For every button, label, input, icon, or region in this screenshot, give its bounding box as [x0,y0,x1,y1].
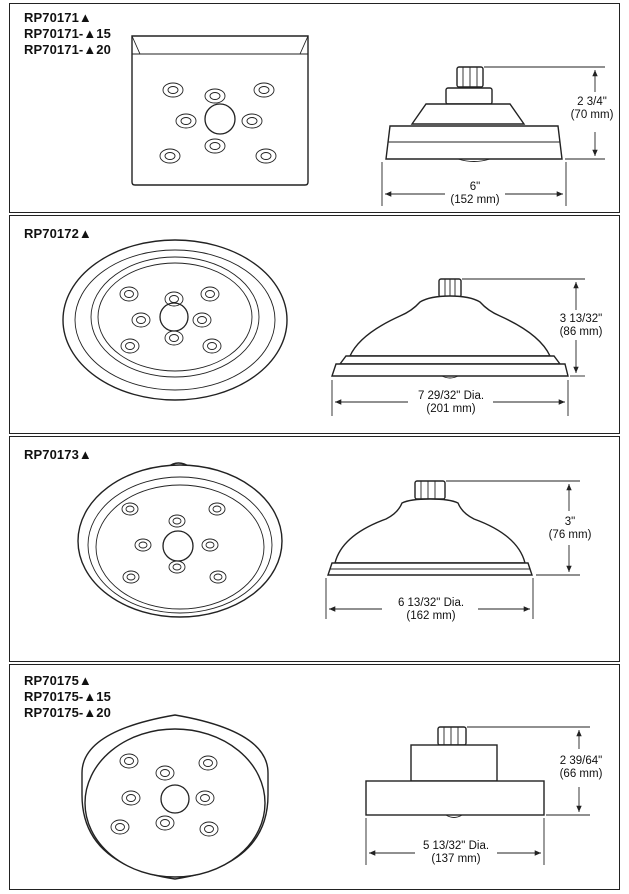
face-view [62,239,288,401]
model-list: RP70171▲ RP70171-▲15 RP70171-▲20 [24,10,111,58]
height-imperial: 3" [564,516,576,528]
width-dimension-lines [381,162,567,206]
model-number: RP70172▲ [24,226,92,241]
side-view [385,66,563,162]
height-imperial: 2 39/64" [559,755,603,767]
height-metric: (76 mm) [548,529,592,541]
model-list: RP70173▲ [24,447,92,463]
model-number: RP70175▲ [24,673,92,688]
height-dimension: 2 39/64" (66 mm) [550,755,612,781]
model-number: RP70171-▲20 [24,42,111,57]
square-showerhead-drawing [131,35,605,206]
model-number: RP70175-▲15 [24,689,111,704]
height-dimension: 3" (76 mm) [546,516,594,542]
width-dimension: 5 13/32" Dia. (137 mm) [412,840,500,866]
width-imperial: 6 13/32" Dia. [397,597,465,609]
model-number: RP70173▲ [24,447,92,462]
width-imperial: 6" [469,181,481,193]
width-metric: (152 mm) [450,194,500,206]
width-metric: (201 mm) [426,403,476,415]
model-list: RP70172▲ [24,226,92,242]
face-view [77,462,283,618]
width-dimension: 6 13/32" Dia. (162 mm) [385,597,477,623]
width-dimension-lines [325,578,534,619]
width-dimension-lines [331,380,569,416]
face-view [131,35,309,186]
round-showerhead-drawing [62,239,585,416]
height-dimension-lines [462,278,585,377]
height-dimension-lines [467,726,590,816]
height-metric: (66 mm) [559,768,603,780]
width-metric: (162 mm) [406,610,456,622]
height-imperial: 3 13/32" [559,313,603,325]
panel-rp70175: RP70175▲ RP70175-▲15 RP70175-▲20 [9,664,620,890]
height-dimension-lines [446,480,580,576]
cylinder-showerhead-drawing [81,714,590,880]
side-view [327,480,533,576]
width-imperial: 5 13/32" Dia. [422,840,490,852]
model-number: RP70171▲ [24,10,92,25]
height-dimension-lines [484,66,605,160]
width-imperial: 7 29/32" Dia. [417,390,485,402]
height-metric: (70 mm) [570,109,614,121]
width-dimension-lines [365,818,545,865]
panel-rp70173: RP70173▲ [9,436,620,662]
height-imperial: 2 3/4" [577,96,607,108]
width-dimension: 6" (152 mm) [435,181,515,207]
model-number: RP70171-▲15 [24,26,111,41]
face-view [81,714,269,880]
model-list: RP70175▲ RP70175-▲15 RP70175-▲20 [24,673,111,721]
panel-rp70171: RP70171▲ RP70171-▲15 RP70171-▲20 [9,3,620,213]
width-dimension: 7 29/32" Dia. (201 mm) [406,390,496,416]
model-number: RP70175-▲20 [24,705,111,720]
dome-showerhead-drawing [77,462,580,619]
height-dimension: 2 3/4" (70 mm) [565,96,619,122]
height-metric: (86 mm) [559,326,603,338]
height-dimension: 3 13/32" (86 mm) [550,313,612,339]
side-view [331,278,569,379]
width-metric: (137 mm) [431,853,481,865]
side-view [365,726,545,818]
panel-rp70172: RP70172▲ [9,215,620,434]
